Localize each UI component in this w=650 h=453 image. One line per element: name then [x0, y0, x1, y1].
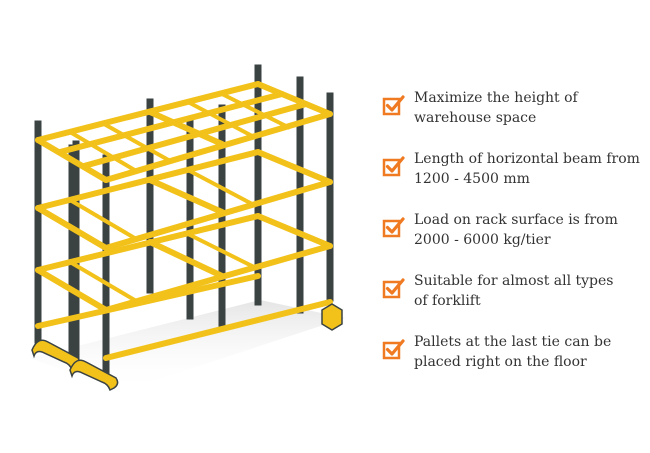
feature-item: Maximize the height of warehouse space	[382, 88, 644, 149]
orange-checkbox-icon	[382, 156, 405, 177]
feature-item: Load on rack surface is from 2000 - 6000 …	[382, 210, 644, 271]
rack-beams	[35, 81, 333, 361]
orange-checkbox-icon	[382, 95, 405, 116]
feature-line: 1200 - 4500 mm	[414, 171, 530, 187]
orange-checkbox-icon	[382, 278, 405, 299]
feature-text: Maximize the height of warehouse space	[414, 88, 644, 128]
feature-line: warehouse space	[414, 110, 537, 126]
feature-line: Pallets at the last tie can be	[414, 334, 612, 350]
feature-item: Length of horizontal beam from 1200 - 450…	[382, 149, 644, 210]
feature-line: of forklift	[414, 293, 481, 309]
upright-protectors	[31, 303, 343, 392]
feature-line: 2000 - 6000 kg/tier	[414, 232, 551, 248]
feature-line: Length of horizontal beam from	[414, 151, 640, 167]
orange-checkbox-icon	[382, 217, 405, 238]
feature-text: Suitable for almost all types of forklift	[414, 271, 644, 311]
feature-line: Suitable for almost all types	[414, 273, 614, 289]
rack-decking	[68, 92, 291, 304]
orange-checkbox-icon	[382, 339, 405, 360]
feature-line: Maximize the height of	[414, 90, 578, 106]
feature-text: Load on rack surface is from 2000 - 6000 …	[414, 210, 644, 250]
feature-text: Pallets at the last tie can be placed rig…	[414, 332, 644, 372]
feature-text: Length of horizontal beam from 1200 - 450…	[414, 149, 644, 189]
feature-item: Pallets at the last tie can be placed rig…	[382, 332, 644, 393]
feature-line: placed right on the floor	[414, 354, 587, 370]
feature-item: Suitable for almost all types of forklift	[382, 271, 644, 332]
feature-line: Load on rack surface is from	[414, 212, 618, 228]
pallet-rack-illustration	[30, 64, 345, 392]
